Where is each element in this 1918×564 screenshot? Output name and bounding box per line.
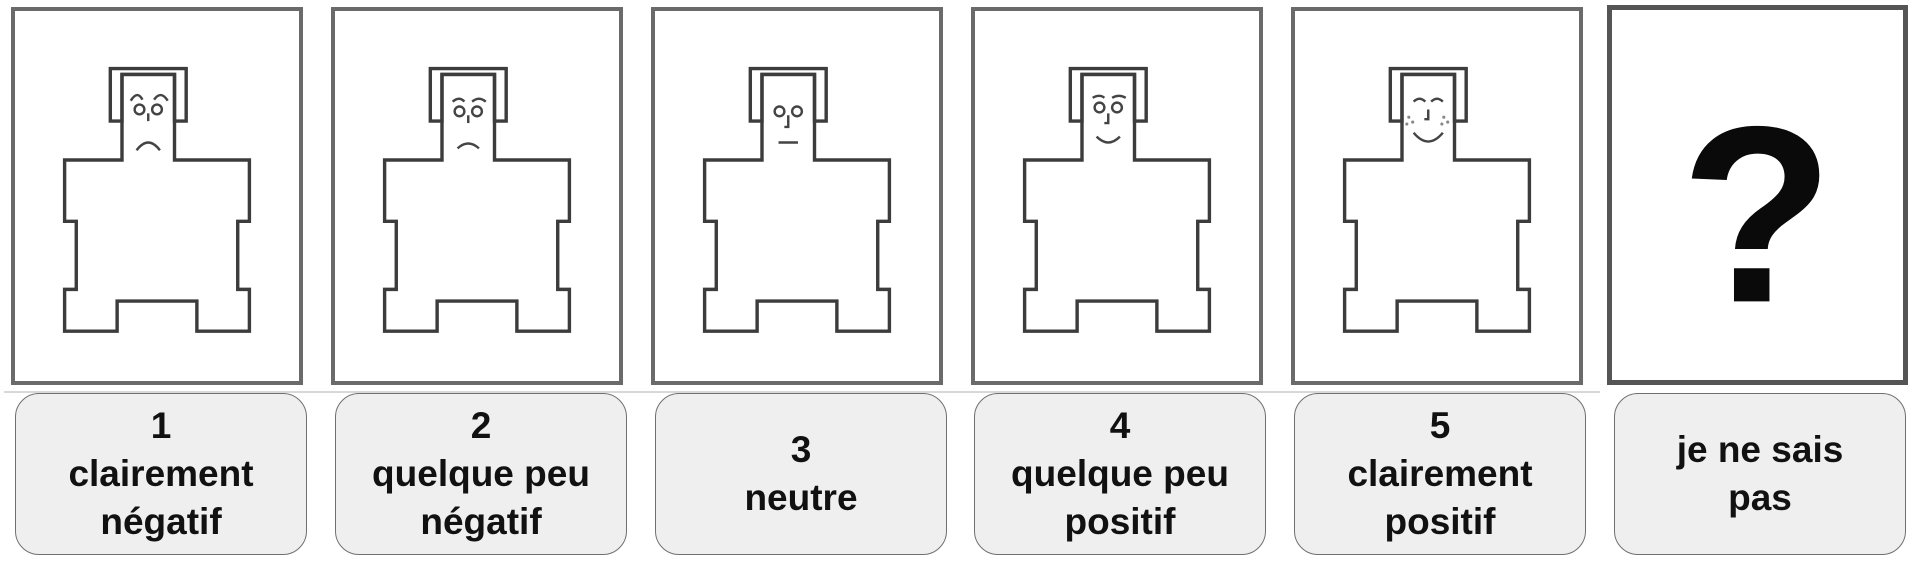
option-text-line2: positif [1384,501,1496,542]
option-number: 5 [1429,405,1451,446]
option-3-label[interactable]: 3 neutre [655,393,947,555]
question-mark-symbol: ? [1680,74,1834,355]
option-1-label[interactable]: 1 clairement négatif [15,393,307,555]
option-text-line1: quelque peu [1011,453,1229,494]
option-1-picture[interactable] [11,7,303,385]
option-text-line1: clairement [68,453,254,494]
option-text-line2: pas [1728,477,1792,518]
slightly-sad-figure-icon [382,66,572,333]
question-mark-icon: ? [1680,74,1834,355]
option-number: 2 [470,405,492,446]
option-number: 1 [150,405,172,446]
option-text-line1: quelque peu [372,453,590,494]
neutral-figure-icon [702,66,892,333]
option-5-picture[interactable] [1291,7,1583,385]
sad-figure-icon [62,66,252,333]
option-text-line1: je ne sais [1676,429,1844,470]
option-text-line1: neutre [744,477,858,518]
slightly-happy-figure-icon [1022,66,1212,333]
option-text-line2: positif [1064,501,1176,542]
option-text-line1: clairement [1347,453,1533,494]
option-number: 3 [790,429,812,470]
divider [4,391,1600,393]
option-4-picture[interactable] [971,7,1263,385]
option-5-label[interactable]: 5 clairement positif [1294,393,1586,555]
option-number: 4 [1109,405,1131,446]
option-4-label[interactable]: 4 quelque peu positif [974,393,1266,555]
option-3-picture[interactable] [651,7,943,385]
option-text-line2: négatif [100,501,222,542]
option-2-label[interactable]: 2 quelque peu négatif [335,393,627,555]
option-text-line2: négatif [420,501,542,542]
happy-figure-icon [1342,66,1532,333]
unknown-option-picture[interactable]: ? [1607,5,1908,385]
unknown-option-label[interactable]: je ne sais pas [1614,393,1906,555]
option-2-picture[interactable] [331,7,623,385]
